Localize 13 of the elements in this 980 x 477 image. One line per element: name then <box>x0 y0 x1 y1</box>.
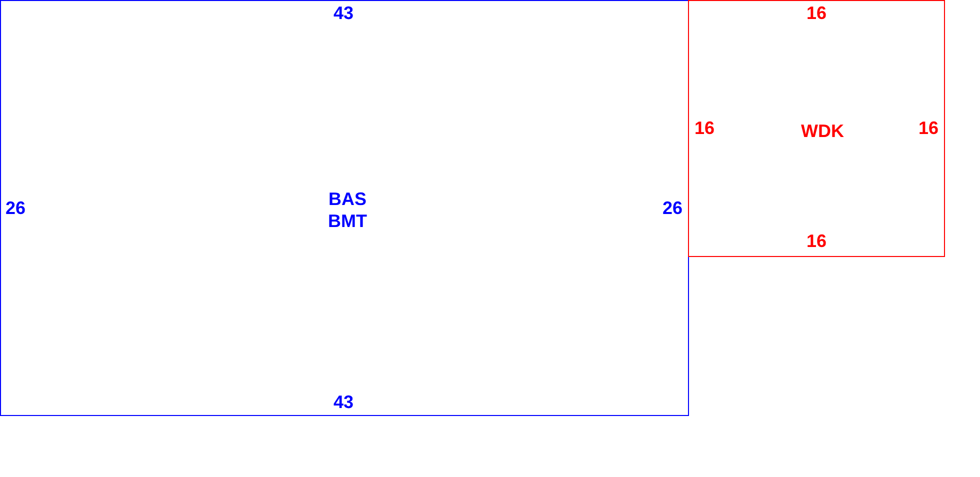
dimension-label: 26 <box>5 198 26 218</box>
room-outline <box>688 0 945 257</box>
dimension-label: 26 <box>662 198 683 218</box>
dimension-label: 16 <box>694 118 715 138</box>
room-label: BAS <box>328 188 366 208</box>
dimension-label: 43 <box>333 2 354 22</box>
room-label: BMT <box>328 210 367 230</box>
dimension-label: 16 <box>918 118 939 138</box>
dimension-label: 43 <box>333 392 354 412</box>
dimension-label: 16 <box>806 2 827 22</box>
dimension-label: 16 <box>806 230 827 250</box>
room-label: WDK <box>801 120 844 140</box>
room-outline <box>0 0 689 416</box>
